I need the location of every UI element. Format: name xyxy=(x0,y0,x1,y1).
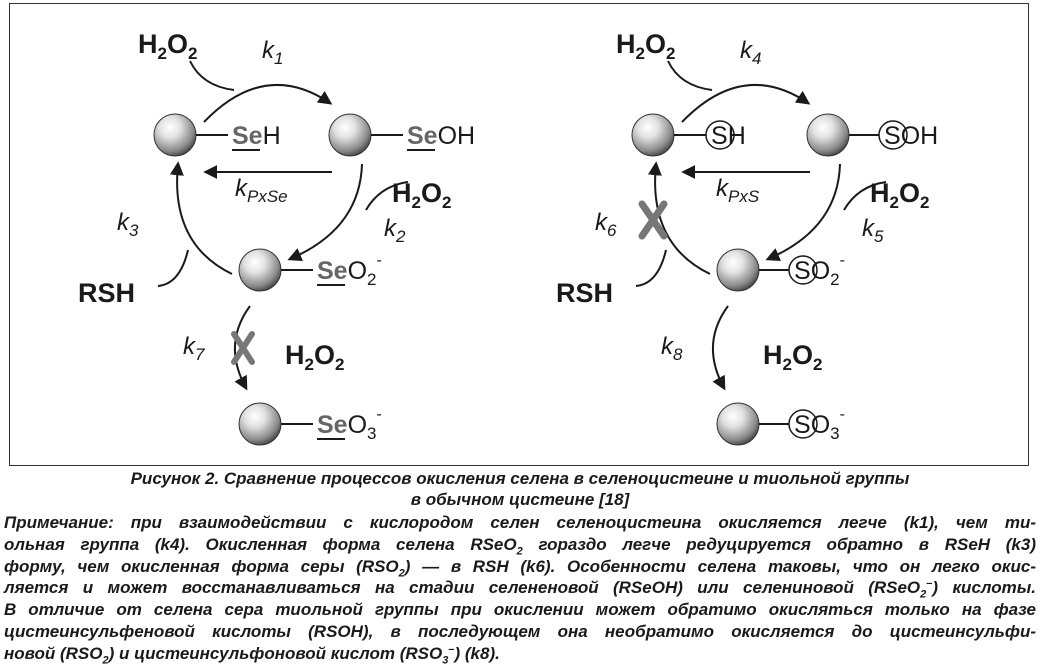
arrow-k7 xyxy=(234,305,251,391)
rate-k6: k6 xyxy=(595,209,617,240)
rate-k5: k5 xyxy=(862,215,884,246)
species-seo3: SeO3- xyxy=(317,406,382,443)
rate-k7: k7 xyxy=(183,333,205,364)
rate-kpxs: kPxS xyxy=(716,175,760,206)
note-line-2: ольная группа (k4). Окисленная форма сел… xyxy=(4,534,1036,558)
reagent-h2o2-bottom: H2O2 xyxy=(285,340,344,374)
protein-ball-soh xyxy=(806,113,879,157)
note-line-5: В отличие от селена сера тиольной группы… xyxy=(4,600,1036,620)
arrow-h2o2-in-right-r xyxy=(843,181,887,211)
figure-caption: Рисунок 2. Сравнение процессов окисления… xyxy=(0,468,1040,510)
sulfur-circle-1 xyxy=(705,120,735,150)
rate-k3: k3 xyxy=(117,209,139,240)
note-line-7: новой (RSO2) и цистеинсульфоновой кислот… xyxy=(4,643,500,666)
protein-ball-sh xyxy=(631,113,706,157)
rate-k2: k2 xyxy=(384,215,406,246)
left-panel: SeH SeOH SeO2- SeO3- H2O2 H2O2 H2O2 RSH … xyxy=(78,29,475,446)
species-seh: SeH xyxy=(232,122,281,150)
note-line-4: ляется и может восстанавливаться на стад… xyxy=(4,577,1036,601)
species-so3: SO3- xyxy=(794,406,845,443)
arrow-k3 xyxy=(169,161,233,275)
species-seo2: SeO2- xyxy=(317,252,382,289)
blocked-mark-k7 xyxy=(231,331,255,365)
sulfur-circle-3 xyxy=(788,255,818,285)
arrow-k6 xyxy=(647,161,711,275)
arrow-h2o2-in-top-r xyxy=(667,60,713,91)
note-line-1: Примечание: при взаимодействии с кислоро… xyxy=(4,513,1036,532)
reagent-rsh: RSH xyxy=(78,278,135,308)
note-line-6: цистеинсульфеновой кислоты (RSOH), в пос… xyxy=(4,621,1036,641)
arrow-k5 xyxy=(765,163,841,262)
arrow-k4 xyxy=(681,83,811,123)
protein-ball-seo3 xyxy=(238,402,313,446)
rate-kpxse: kPxSe xyxy=(235,175,288,206)
species-seoh: SeOH xyxy=(407,122,475,150)
arrow-rsh-in xyxy=(157,249,189,287)
protein-ball-so3 xyxy=(716,402,789,446)
species-sh: SH xyxy=(711,122,746,150)
rate-k1: k1 xyxy=(262,37,283,68)
species-soh: SOH xyxy=(884,122,938,150)
arrow-k8 xyxy=(712,305,729,391)
reagent-h2o2-bottom-r: H2O2 xyxy=(763,340,822,374)
rate-k4: k4 xyxy=(740,37,761,68)
arrow-h2o2-in-right xyxy=(365,181,409,211)
protein-ball-seo2 xyxy=(238,248,313,292)
caption-line-2: в обычном цистеине [18] xyxy=(410,490,630,509)
arrow-rsh-in-r xyxy=(635,249,667,287)
arrow-k1 xyxy=(203,83,333,123)
caption-line-1: Рисунок 2. Сравнение процессов окисления… xyxy=(130,469,910,488)
sulfur-circle-4 xyxy=(788,409,818,439)
protein-ball-seh xyxy=(153,113,228,157)
arrow-h2o2-in-top xyxy=(189,60,235,91)
protein-ball-so2 xyxy=(716,248,789,292)
reagent-h2o2-top: H2O2 xyxy=(138,29,197,63)
arrow-k2 xyxy=(287,163,363,262)
oxidation-scheme: SeH SeOH SeO2- SeO3- H2O2 H2O2 H2O2 RSH … xyxy=(78,29,938,446)
figure-note: Примечание: при взаимодействии с кислоро… xyxy=(4,512,1036,666)
species-so2: SO2- xyxy=(794,252,845,289)
right-panel: SH SOH SO2- SO3- H2O2 H2O2 H2O2 RSH k4 k… xyxy=(556,29,938,446)
protein-ball-seoh xyxy=(328,113,403,157)
reagent-rsh-r: RSH xyxy=(556,278,613,308)
sulfur-circle-2 xyxy=(878,120,908,150)
blocked-mark-k6 xyxy=(638,200,668,240)
note-line-3: форму, чем окисленная форма серы (RSO2) … xyxy=(4,556,1036,579)
figure-frame: SeH SeOH SeO2- SeO3- H2O2 H2O2 H2O2 RSH … xyxy=(9,3,1029,466)
reagent-h2o2-top-r: H2O2 xyxy=(616,29,675,63)
rate-k8: k8 xyxy=(661,333,683,364)
